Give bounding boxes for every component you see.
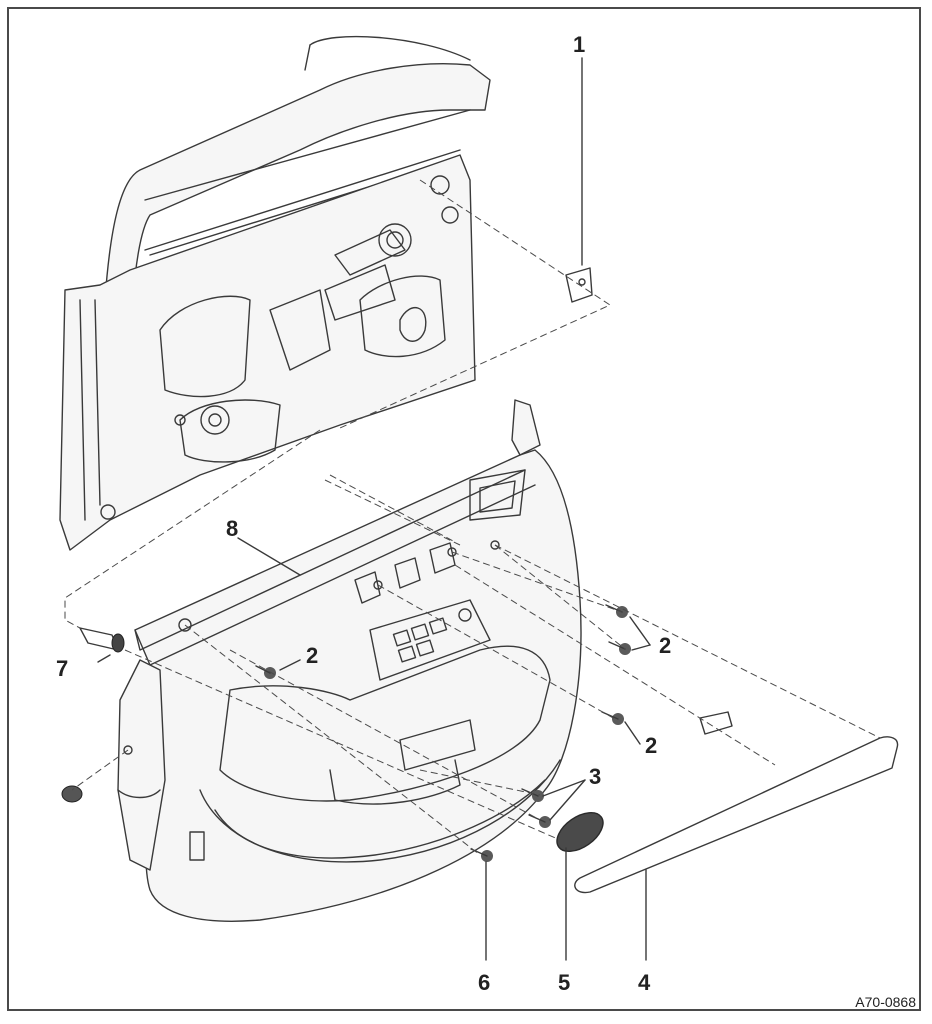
callout-8: 8 (226, 516, 239, 541)
door-trim-panel (117, 399, 582, 922)
assembly-lines (64, 179, 881, 856)
trim-strip-part-4 (574, 736, 899, 894)
clip-part-7 (61, 627, 125, 803)
bracket-part-1 (565, 57, 593, 303)
callout-5: 5 (558, 970, 571, 995)
callout-2-upper: 2 (659, 633, 672, 658)
callout-2-left: 2 (306, 643, 319, 668)
callout-6: 6 (478, 970, 491, 995)
callout-3: 3 (589, 764, 602, 789)
callout-2-lower: 2 (645, 733, 658, 758)
callout-7: 7 (56, 656, 69, 681)
callout-4: 4 (638, 970, 651, 995)
door-shell (59, 35, 491, 551)
leader-lines (97, 537, 651, 961)
cover-cap-part-5 (556, 811, 604, 853)
callout-1: 1 (573, 32, 586, 57)
figure-reference-code: A70-0868 (855, 994, 916, 1010)
